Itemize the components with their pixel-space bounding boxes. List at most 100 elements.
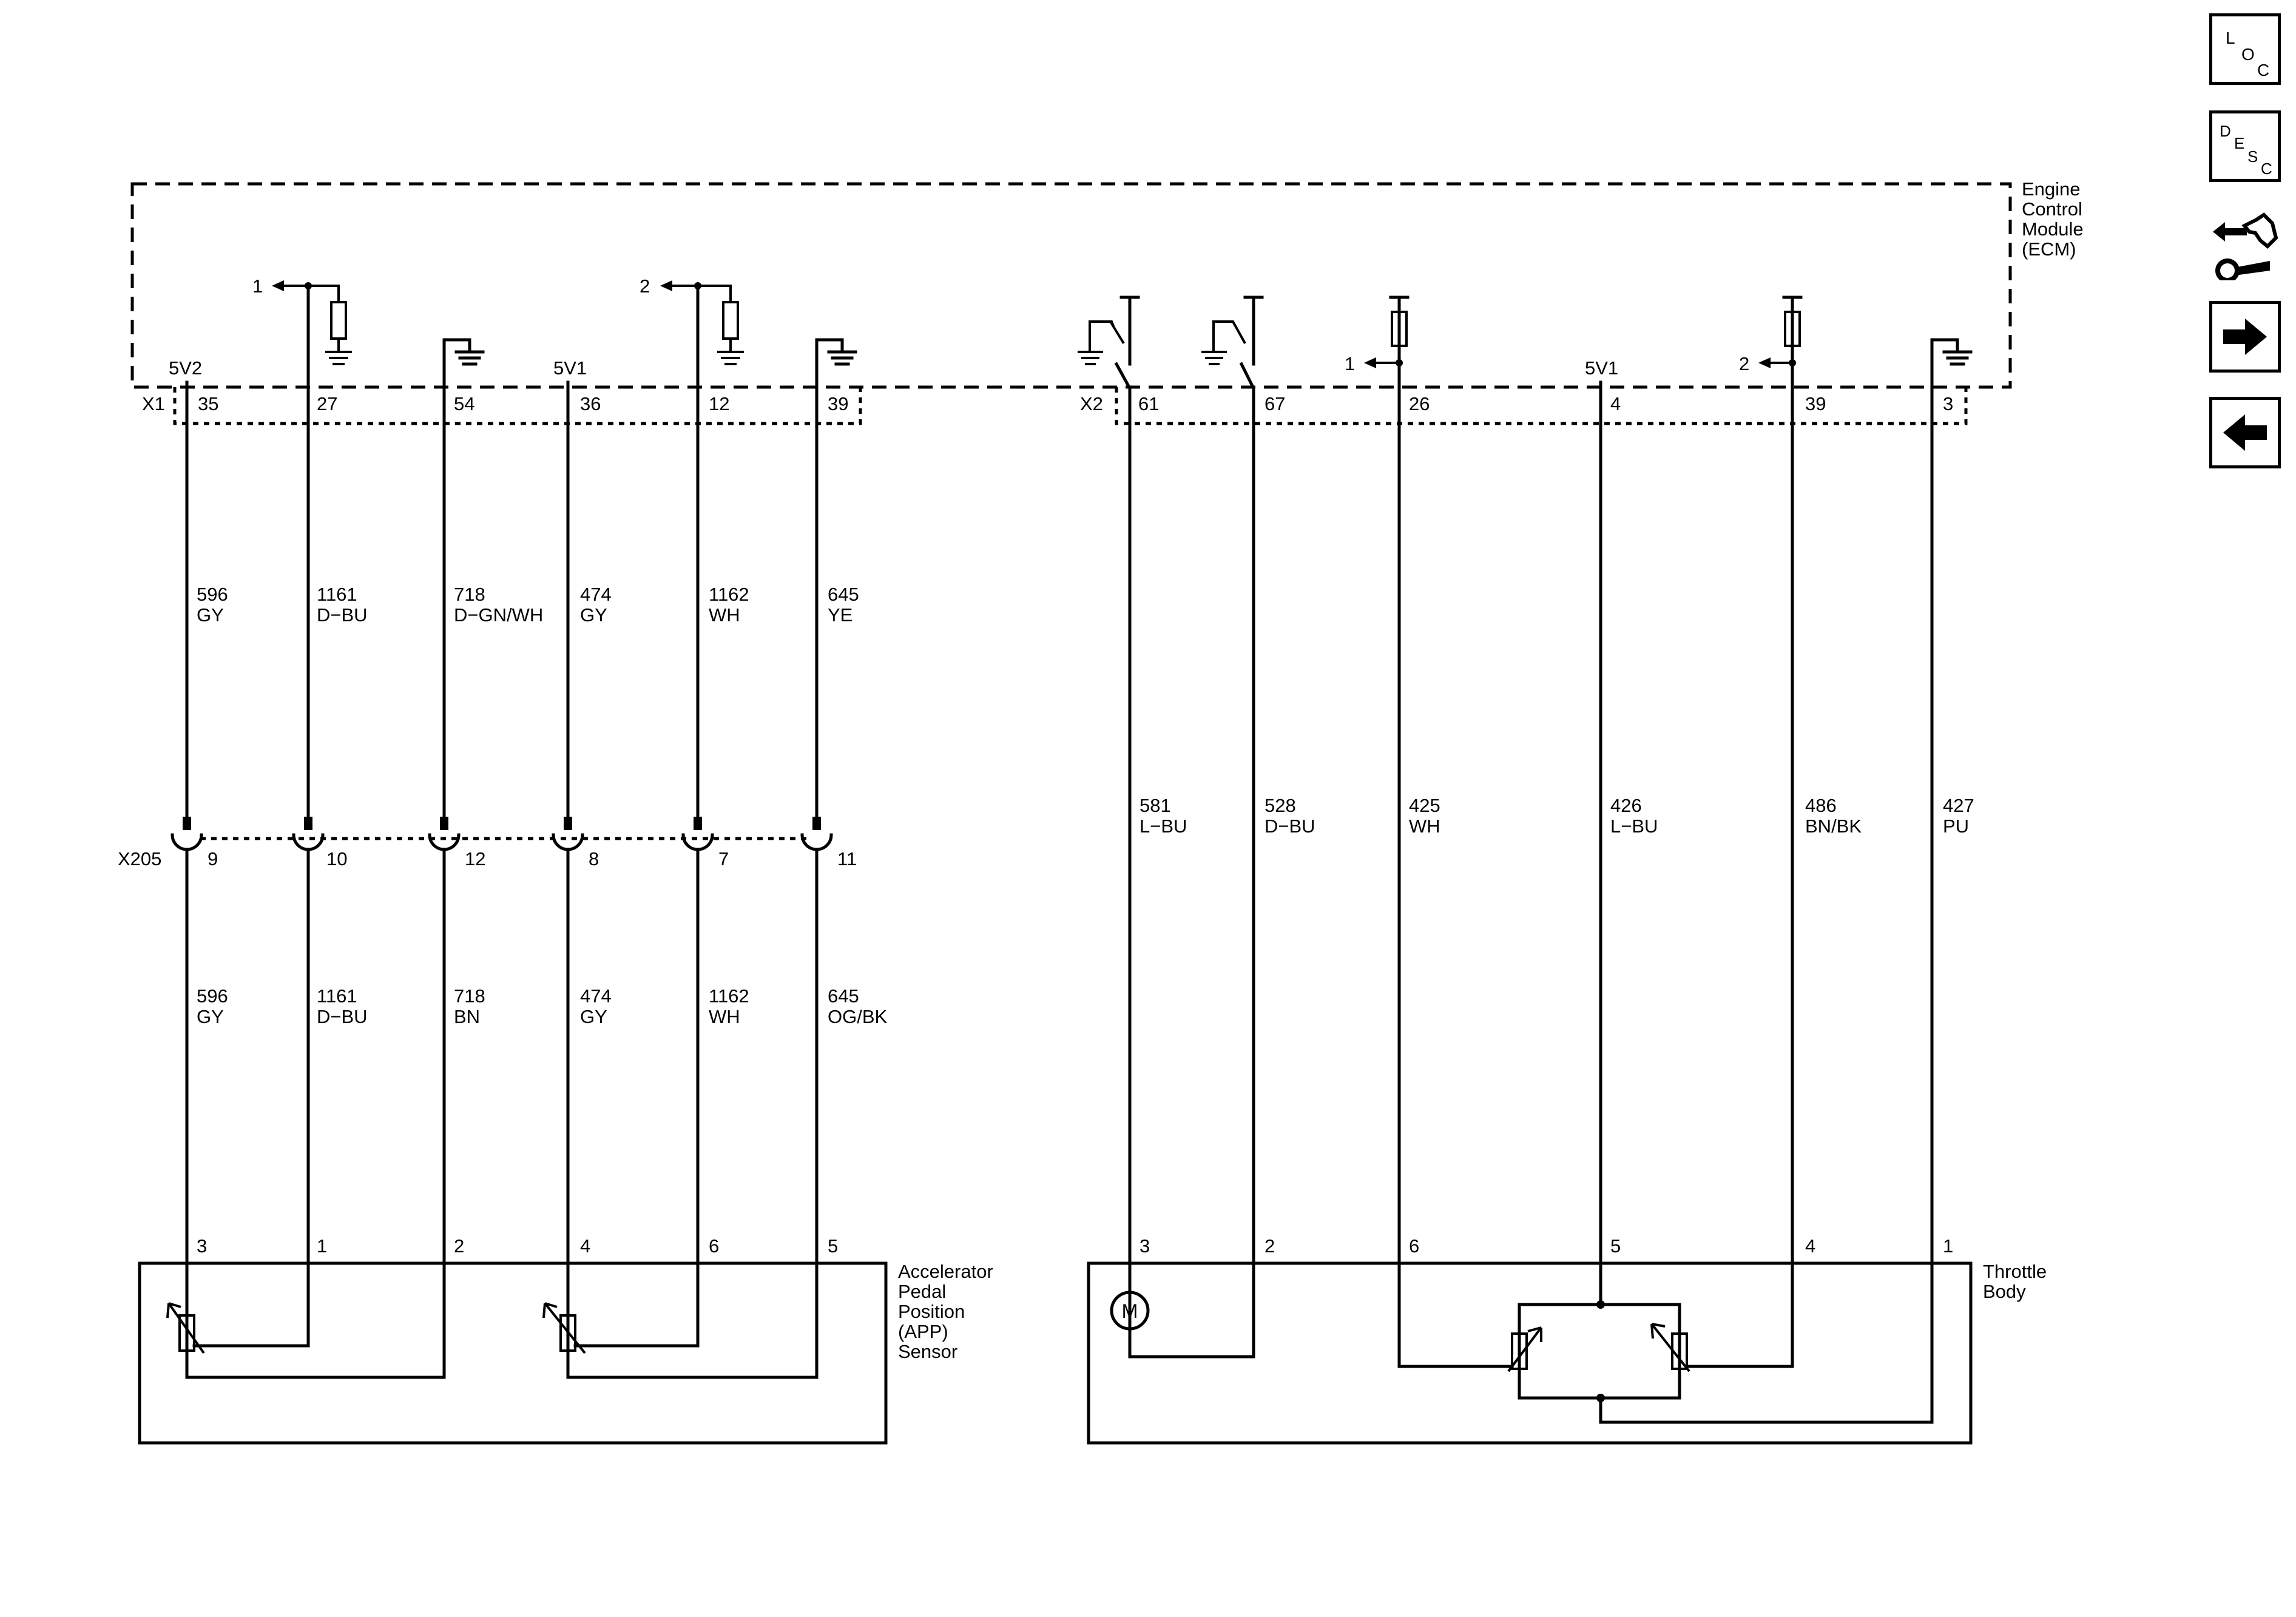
app-pin: 6	[709, 1235, 719, 1257]
app-potentiometer-1	[166, 1302, 446, 1379]
connector-x2-label: X2	[1080, 393, 1103, 414]
wire-circuit-number: 486	[1805, 795, 1837, 816]
ref-5v1-label: 5V1	[1585, 357, 1618, 379]
next-button[interactable]	[2209, 301, 2281, 373]
wire-circuit-number: 581	[1140, 795, 1171, 816]
tb-pin: 5	[1610, 1235, 1621, 1257]
x1-pin: 27	[317, 393, 337, 414]
svg-text:1: 1	[252, 275, 263, 297]
x1-pin: 54	[454, 393, 474, 414]
wrench-arrow-icon	[2213, 212, 2278, 280]
app-pin: 1	[317, 1235, 327, 1257]
wire-circuit-number: 426	[1610, 795, 1642, 816]
x2-pin67-switch	[1201, 295, 1264, 463]
svg-text:2: 2	[1739, 353, 1749, 374]
tb-pin: 6	[1409, 1235, 1419, 1257]
svg-text:Sensor: Sensor	[898, 1341, 957, 1362]
wire-color: WH	[709, 1006, 740, 1027]
wire-circuit-number: 425	[1409, 795, 1440, 816]
x2-pin: 39	[1805, 393, 1826, 414]
tb-pin: 3	[1140, 1235, 1150, 1257]
x2-pin3-ground	[1930, 338, 1973, 463]
service-procedure-button[interactable]	[2209, 195, 2282, 280]
previous-button[interactable]	[2209, 397, 2281, 468]
wire-color: L−BU	[1610, 815, 1658, 837]
x2-pin: 67	[1264, 393, 1285, 414]
wire-circuit-number: 718	[454, 584, 485, 605]
app-pin: 5	[828, 1235, 838, 1257]
arrow-left-icon	[2223, 414, 2267, 451]
wire-circuit-number: 596	[197, 985, 228, 1007]
wire-circuit-number: 474	[580, 985, 612, 1007]
app-sensor-box	[138, 1261, 888, 1445]
wire-circuit-number: 474	[580, 584, 612, 605]
tb-pin: 2	[1264, 1235, 1275, 1257]
throttle-motor: M	[1110, 1291, 1255, 1359]
desc-letter-e: E	[2234, 134, 2244, 152]
svg-text:(ECM): (ECM)	[2022, 238, 2076, 260]
ecm-enclosure	[130, 182, 2012, 389]
wire-circuit-number: 645	[828, 985, 859, 1007]
arrow-right-icon	[2223, 319, 2267, 355]
x1-pin12-link-circuit: 2	[640, 275, 744, 365]
wire-color: D−BU	[317, 604, 368, 626]
x205-connector	[171, 817, 833, 851]
connector-x1-label: X1	[142, 393, 165, 414]
wire-color: D−BU	[1264, 815, 1315, 837]
x1-pin: 39	[828, 393, 848, 414]
x205-pin-numbers: 9 10 12 8 7 11	[208, 848, 857, 869]
throttle-body-box	[1087, 1261, 1973, 1445]
wire-circuit-number: 528	[1264, 795, 1296, 816]
loc-letter-o: O	[2241, 45, 2255, 64]
x2-pin: 3	[1943, 393, 1953, 414]
x1-pin39-ground	[815, 338, 857, 463]
x2-pin39-link-circuit: 2	[1739, 295, 1803, 463]
app-sensor-pin-numbers: 3 1 2 4 6 5	[197, 1235, 838, 1257]
wire-color: D−GN/WH	[454, 604, 543, 626]
svg-text:Engine: Engine	[2022, 178, 2081, 200]
x1-pin-numbers: 35 27 54 36 12 39	[198, 393, 848, 414]
ref-5v1-label: 5V1	[553, 357, 587, 379]
wire-circuit-number: 1161	[317, 985, 357, 1007]
x2-pin: 61	[1138, 393, 1159, 414]
x2-pin61-switch	[1078, 295, 1140, 463]
wire-color: PU	[1943, 815, 1969, 837]
x205-pin: 9	[208, 848, 218, 869]
ref-5v2-label: 5V2	[169, 357, 202, 379]
wire-color: GY	[580, 604, 607, 626]
throttle-body-label: Throttle Body	[1983, 1261, 2047, 1302]
wire-circuit-number: 1161	[317, 584, 357, 605]
svg-text:Throttle: Throttle	[1983, 1261, 2047, 1282]
wire-color: BN	[454, 1006, 480, 1027]
wire-color: YE	[828, 604, 853, 626]
connector-x2-outline	[1115, 387, 1968, 425]
x205-pin: 11	[837, 848, 857, 869]
connector-x1-outline	[173, 387, 862, 425]
location-button[interactable]: L O C	[2209, 13, 2281, 85]
wire-color: OG/BK	[828, 1006, 888, 1027]
x1-pin: 35	[198, 393, 218, 414]
x2-pin: 4	[1610, 393, 1621, 414]
wire-color: D−BU	[317, 1006, 368, 1027]
right-wire-verticals	[1128, 380, 1934, 1424]
tb-pin: 4	[1805, 1235, 1815, 1257]
svg-text:Control: Control	[2022, 198, 2082, 220]
svg-text:1: 1	[1345, 353, 1355, 374]
svg-text:Accelerator: Accelerator	[898, 1261, 993, 1282]
svg-text:2: 2	[640, 275, 650, 297]
app-pin: 3	[197, 1235, 207, 1257]
throttle-position-sensors	[1397, 1300, 1934, 1424]
description-button[interactable]: D E S C	[2209, 110, 2281, 182]
wire-color: L−BU	[1140, 815, 1187, 837]
wire-circuit-number: 427	[1943, 795, 1974, 816]
wire-circuit-number: 718	[454, 985, 485, 1007]
x2-pin-numbers: 61 67 26 4 39 3	[1138, 393, 1953, 414]
wire-circuit-number: 645	[828, 584, 859, 605]
svg-text:Position: Position	[898, 1301, 965, 1322]
x1-pin27-link-circuit: 1	[252, 275, 352, 463]
loc-letter-l: L	[2226, 29, 2235, 47]
